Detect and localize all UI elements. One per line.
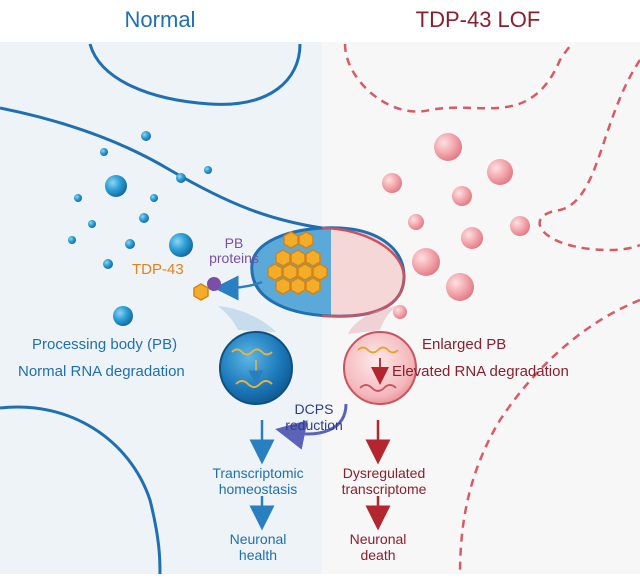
normal-rna-wave-degraded bbox=[235, 380, 273, 388]
lof-membrane-bottom bbox=[458, 298, 640, 575]
dysregulated-label-1: Dysregulated bbox=[343, 465, 426, 481]
enlarged-pb-label: Enlarged PB bbox=[422, 336, 506, 353]
export-arrow bbox=[213, 275, 263, 301]
nucleus-right-outline bbox=[321, 226, 406, 318]
normal-small-pbodies bbox=[68, 131, 212, 326]
processing-body-label: Processing body (PB) bbox=[32, 336, 177, 353]
death-label-1: Neuronal bbox=[350, 531, 407, 547]
pb-proteins-label-2: proteins bbox=[209, 250, 259, 266]
normal-membrane-top bbox=[88, 43, 302, 106]
death-label-2: death bbox=[360, 547, 395, 563]
lof-rna-wave-degraded bbox=[359, 384, 397, 392]
tdp43-hexagon bbox=[193, 283, 209, 301]
elevated-rna-label: Elevated RNA degradation bbox=[392, 363, 569, 380]
dysregulated-label-2: transcriptome bbox=[342, 481, 427, 497]
tdp43-label: TDP-43 bbox=[132, 261, 184, 278]
homeostasis-label-2: homeostasis bbox=[219, 481, 298, 497]
normal-membrane-bottom bbox=[0, 405, 162, 575]
lof-membrane-right bbox=[538, 59, 640, 252]
normal-rna-wave bbox=[231, 348, 273, 356]
homeostasis-label-1: Transcriptomic bbox=[212, 465, 303, 481]
lof-pb-beam bbox=[348, 306, 396, 334]
health-label-2: health bbox=[239, 547, 277, 563]
lof-rna-wave bbox=[357, 346, 399, 354]
nuclear-tdp43-hexagons bbox=[267, 231, 328, 295]
header-lof: TDP-43 LOF bbox=[416, 7, 541, 32]
health-label-1: Neuronal bbox=[230, 531, 287, 547]
normal-rna-label: Normal RNA degradation bbox=[18, 363, 185, 380]
pb-protein-dot bbox=[207, 277, 221, 291]
dcps-label-1: DCPS bbox=[295, 401, 334, 417]
lof-pbodies bbox=[382, 133, 530, 319]
header-strip bbox=[0, 0, 640, 42]
normal-pb-beam bbox=[218, 306, 276, 332]
header-normal: Normal bbox=[125, 7, 196, 32]
dcps-label-2: reduction bbox=[285, 417, 343, 433]
lof-membrane-top bbox=[343, 43, 573, 113]
normal-membrane-middle bbox=[0, 106, 323, 230]
pb-proteins-label-1: PB bbox=[225, 235, 244, 251]
dcps-arrow bbox=[275, 403, 348, 450]
